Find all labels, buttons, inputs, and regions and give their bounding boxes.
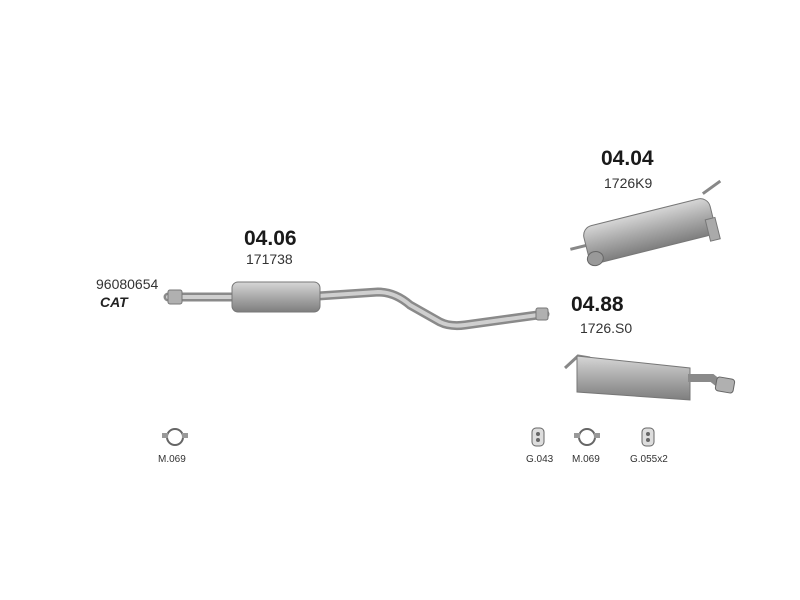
rubber-mount-icon bbox=[641, 427, 655, 447]
cat-part-number: 96080654 bbox=[96, 276, 159, 292]
rubber-mount-icon bbox=[531, 427, 545, 447]
fitting-label: G.055x2 bbox=[630, 454, 668, 465]
part-code-04-88: 04.88 bbox=[571, 293, 624, 316]
fitting-label: G.043 bbox=[526, 454, 554, 465]
middle-silencer-04-06[interactable] bbox=[163, 281, 550, 331]
cat-label: CAT bbox=[100, 294, 128, 310]
rear-silencer-04-88[interactable] bbox=[563, 354, 736, 401]
fitting-label: M.069 bbox=[572, 454, 600, 465]
fitting-label: M.069 bbox=[158, 454, 186, 465]
rear-silencer-04-04[interactable] bbox=[563, 179, 734, 275]
part-number-1726k9: 1726K9 bbox=[604, 175, 653, 191]
part-code-04-06: 04.06 bbox=[244, 227, 297, 250]
clamp-icon bbox=[574, 428, 600, 446]
part-number-171738: 171738 bbox=[246, 251, 293, 267]
clamp-icon bbox=[162, 428, 188, 446]
part-number-1726s0: 1726.S0 bbox=[580, 320, 633, 336]
part-code-04-04: 04.04 bbox=[601, 147, 654, 170]
